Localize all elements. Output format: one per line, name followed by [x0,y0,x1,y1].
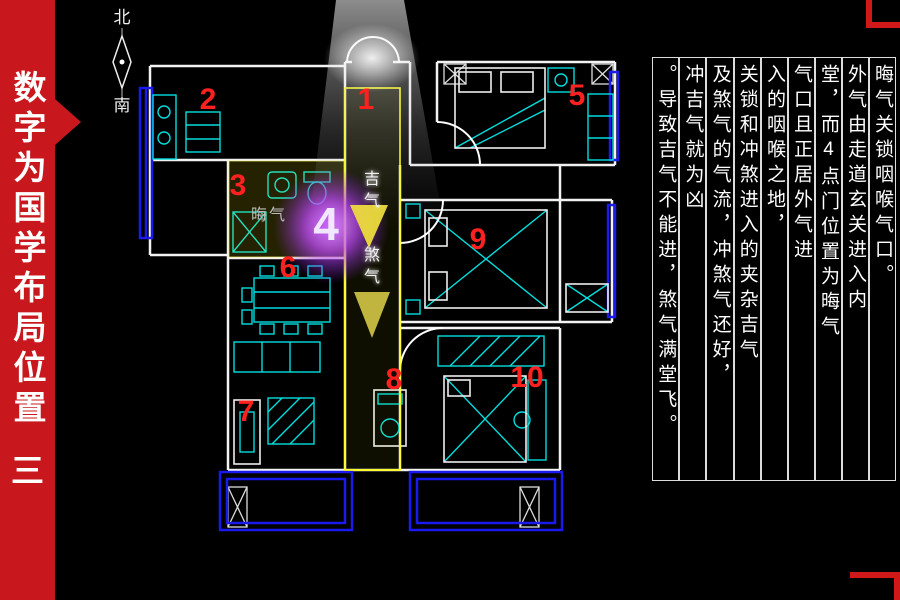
annotation-column: 入的咽喉之地， [760,57,788,481]
compass-diamond-icon [112,28,132,96]
left-banner: 数字为国学布局位置 三 [0,0,55,600]
position-marker-1: 1 [357,83,375,116]
position-marker-8: 8 [385,363,403,396]
corner-mark-bottom-right-icon [850,572,900,600]
position-marker-2: 2 [199,83,217,116]
right-arrow-icon [55,99,81,145]
pillars [227,63,614,528]
position-marker-5: 5 [568,79,586,112]
position-marker-6: 6 [279,251,297,284]
position-marker-10: 10 [510,361,544,394]
corner-mark-top-right-icon [866,0,900,28]
annotation-column: 晦气关锁咽喉气口。 [869,57,896,481]
annotation-column: 气口且正居外气进 [788,57,815,481]
compass-north-label: 北 [113,8,131,27]
annotation-column: 外气由走道玄关进入内 [842,57,869,481]
annotation-column: 。导致吉气不能进，煞气满堂飞。 [651,57,680,481]
annotation-panel-left: 入的咽喉之地， 关锁和冲煞进入的夹杂吉气 及煞气的气流，冲煞气还好， 冲吉气就为… [651,57,788,481]
down-arrow-icon [350,205,388,248]
position-marker-7: 7 [237,395,255,428]
banner-suffix: 三 [11,452,44,489]
annotation-column: 关锁和冲煞进入的夹杂吉气 [733,57,761,481]
label-evil-qi: 煞气 [361,246,378,290]
annotation-panel-right: 晦气关锁咽喉气口。 外气由走道玄关进入内 堂，而4点门位置为晦气 气口且正居外气… [788,57,896,481]
label-auspicious-qi: 吉气 [361,170,378,214]
annotation-column: 冲吉气就为凶 [679,57,707,481]
windows [138,70,620,532]
annotation-column: 堂，而4点门位置为晦气 [815,57,842,481]
banner-title: 数字为国学布局位置 [9,70,46,430]
beds [233,67,609,465]
label-gloom-qi: 晦气 [251,207,288,224]
entrance-glow [324,24,420,92]
down-arrow-icon [354,292,390,338]
position-marker-3: 3 [229,169,247,202]
compass: 北 南 [104,8,140,116]
compass-south-label: 南 [113,96,131,115]
position-marker-4: 4 [313,198,339,250]
annotation-column: 及煞气的气流，冲煞气还好， [706,57,734,481]
position-marker-9: 9 [469,223,487,256]
purple-qi-glow [273,168,389,284]
